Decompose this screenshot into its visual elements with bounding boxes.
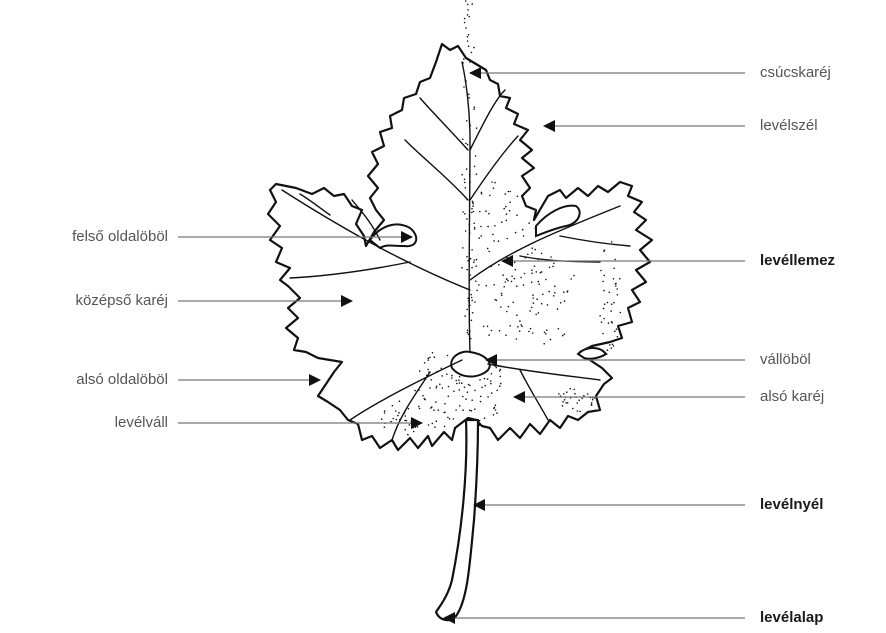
- label-levelvall: levélváll: [115, 414, 168, 432]
- label-csucskarej: csúcskaréj: [760, 64, 831, 82]
- vein-midrib: [462, 62, 470, 352]
- label-levelszel: levélszél: [760, 117, 818, 135]
- stipple-shading: [381, 0, 621, 435]
- label-also-karej: alsó karéj: [760, 388, 824, 406]
- label-also-oldalobol: alsó oldalöböl: [76, 371, 168, 389]
- vein-lower-left: [350, 360, 462, 420]
- leaf-blade-outline: [268, 44, 652, 450]
- label-levelnyel: levélnyél: [760, 496, 823, 514]
- vein-middle-left: [290, 262, 410, 278]
- vein-lower-left-branch: [392, 372, 430, 440]
- leaf-veins: [282, 62, 630, 440]
- label-levellemez: levéllemez: [760, 252, 835, 270]
- label-kozepso-karej: középső karéj: [75, 292, 168, 310]
- label-vallobol: vállöböl: [760, 351, 811, 369]
- vein-lower-right-branch: [520, 370, 548, 420]
- leaf-petiole: [436, 420, 478, 620]
- vein-top-left-2: [405, 140, 468, 200]
- label-felso-oldalobol: felső oldalöböl: [72, 228, 168, 246]
- vein-top-right-1: [470, 90, 505, 150]
- label-levelalap: levélalap: [760, 609, 823, 627]
- lower-right-notch: [578, 348, 606, 359]
- vein-upper-right-branch-2: [560, 236, 630, 246]
- vein-top-left-1: [420, 98, 468, 150]
- petiolar-sinus: [451, 352, 490, 377]
- vein-lower-right: [488, 364, 600, 380]
- vein-top-right-2: [470, 136, 518, 200]
